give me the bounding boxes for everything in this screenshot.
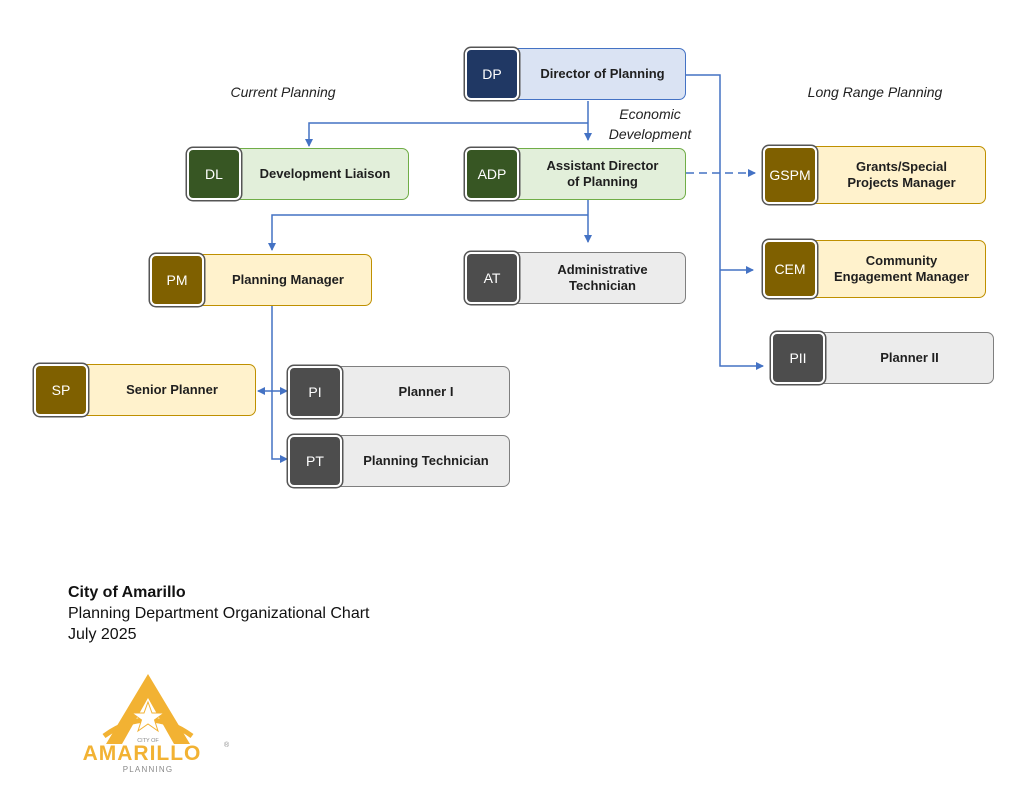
node-director-of-planning: Director of Planning DP (465, 48, 686, 100)
node-label: Planning Technician (316, 435, 510, 487)
node-label: Senior Planner (62, 364, 256, 416)
node-community-engagement-manager: Community Engagement Manager CEM (763, 240, 986, 298)
node-label: Community Engagement Manager (791, 240, 986, 298)
node-abbr: PT (288, 435, 342, 487)
node-planning-technician: Planning Technician PT (288, 435, 510, 487)
section-label-long-range-planning: Long Range Planning (807, 84, 943, 100)
section-label-economic-development: Economic Development (608, 106, 692, 142)
section-label-current-planning: Current Planning (230, 84, 336, 100)
chart-caption: City of Amarillo Planning Department Org… (68, 582, 370, 645)
node-label: Assistant Director of Planning (493, 148, 686, 200)
node-abbr: ADP (465, 148, 519, 200)
logo-top-text: CITY OF (137, 738, 159, 744)
node-abbr: PII (771, 332, 825, 384)
logo-star-icon (130, 700, 166, 733)
node-development-liaison: Development Liaison DL (187, 148, 409, 200)
node-abbr: PM (150, 254, 204, 306)
node-label: Administrative Technician (493, 252, 686, 304)
connector-dp-dl (305, 122, 588, 147)
node-label: Planning Manager (178, 254, 372, 306)
connector-adp-pm (268, 214, 588, 251)
connector-pm-pt (271, 391, 288, 463)
connector-dp-long-range (686, 74, 764, 370)
logo-wordmark: AMARILLO (83, 742, 202, 765)
node-abbr: AT (465, 252, 519, 304)
logo-subtitle: PLANNING (123, 765, 174, 774)
connector-pm-pi (271, 304, 288, 395)
node-assistant-director-of-planning: Assistant Director of Planning ADP (465, 148, 686, 200)
node-planning-manager: Planning Manager PM (150, 254, 372, 306)
org-name: City of Amarillo (68, 584, 186, 601)
node-label: Grants/Special Projects Manager (791, 146, 986, 204)
node-abbr: DL (187, 148, 241, 200)
node-planner-i: Planner I PI (288, 366, 510, 418)
node-abbr: DP (465, 48, 519, 100)
node-abbr: PI (288, 366, 342, 418)
node-label: Planner II (799, 332, 994, 384)
node-grants-special-projects-manager: Grants/Special Projects Manager GSPM (763, 146, 986, 204)
node-label: Development Liaison (215, 148, 409, 200)
node-abbr: CEM (763, 240, 817, 298)
logo-a-mark (106, 674, 190, 744)
node-abbr: GSPM (763, 146, 817, 204)
node-senior-planner: Senior Planner SP (34, 364, 256, 416)
node-planner-ii: Planner II PII (771, 332, 994, 384)
node-abbr: SP (34, 364, 88, 416)
logo-registered: ® (224, 741, 230, 749)
chart-title: Planning Department Organizational Chart (68, 605, 370, 622)
node-label: Director of Planning (493, 48, 686, 100)
node-label: Planner I (316, 366, 510, 418)
chart-date: July 2025 (68, 626, 137, 643)
amarillo-planning-logo: CITY OF AMARILLO ® PLANNING (83, 674, 230, 774)
node-administrative-technician: Administrative Technician AT (465, 252, 686, 304)
